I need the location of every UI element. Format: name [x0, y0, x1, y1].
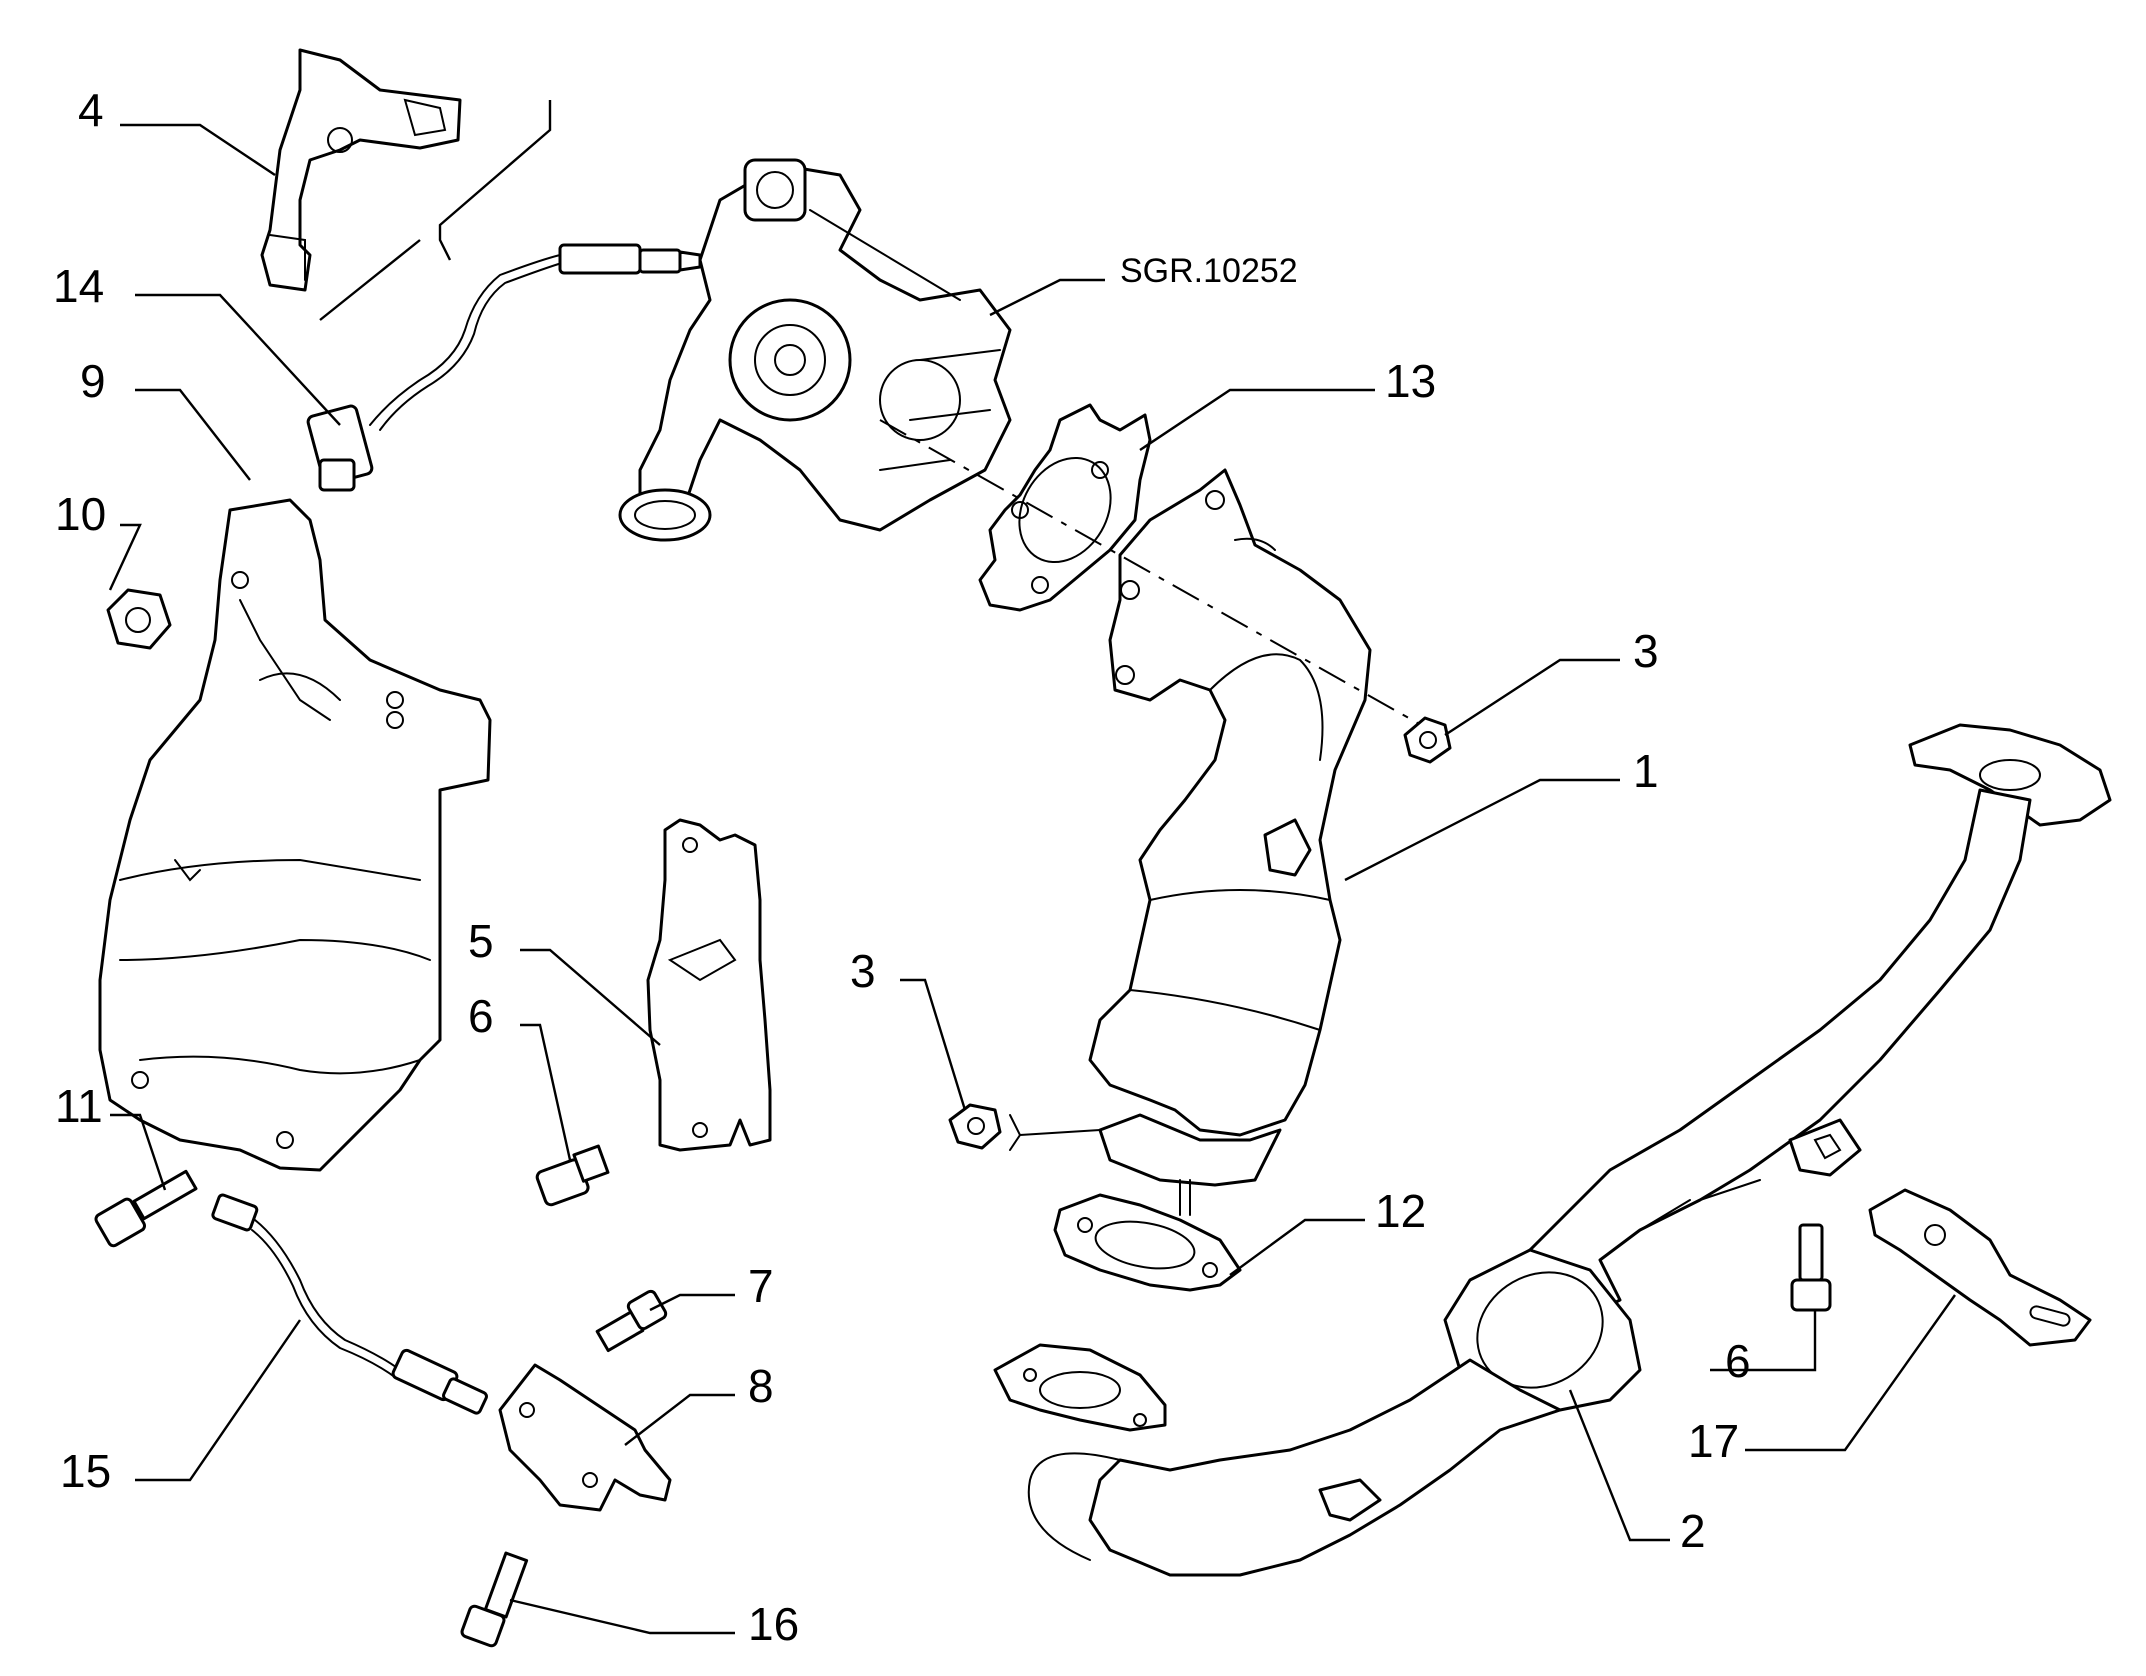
reference-label: SGR.10252: [1120, 252, 1298, 290]
part-2-exhaust-pipe: [993, 723, 2112, 1577]
part-13-gasket: [978, 403, 1152, 612]
part-6-bolt-left: [535, 1144, 610, 1207]
part-16-bolt: [460, 1551, 529, 1648]
part-8-bracket: [498, 1363, 672, 1512]
part-4-bracket: [260, 48, 462, 292]
callout-15: 15: [60, 1445, 111, 1497]
callout-16: 16: [748, 1598, 799, 1650]
callout-3-lower: 3: [850, 945, 876, 997]
leader-lines: [108, 100, 1956, 1635]
callout-4: 4: [78, 84, 104, 136]
callout-7: 7: [748, 1260, 774, 1312]
part-7-bolt: [595, 1289, 668, 1353]
part-11-bolt: [94, 1169, 198, 1248]
part-3-nut-upper: [1403, 716, 1452, 764]
callout-9: 9: [80, 355, 106, 407]
part-6-bolt-right: [1790, 1223, 1832, 1312]
callout-14: 14: [53, 260, 104, 312]
callout-1: 1: [1633, 745, 1659, 797]
callout-2: 2: [1680, 1505, 1706, 1557]
part-12-gasket: [1053, 1193, 1242, 1292]
callout-12: 12: [1375, 1185, 1426, 1237]
callout-10: 10: [55, 488, 106, 540]
part-17-hanger-bracket: [1868, 1188, 2092, 1347]
part-1-catalytic-converter: [1088, 468, 1372, 1216]
callout-17: 17: [1688, 1415, 1739, 1467]
part-15-oxygen-sensor: [211, 1193, 488, 1415]
callout-13: 13: [1385, 355, 1436, 407]
callout-6-right: 6: [1725, 1335, 1751, 1387]
part-5-bracket: [646, 818, 772, 1152]
callout-6-left: 6: [468, 990, 494, 1042]
part-3-nut-lower: [948, 1103, 1101, 1151]
callout-11: 11: [55, 1080, 103, 1132]
part-10-nut: [106, 588, 172, 650]
part-9-heat-shield: [98, 498, 492, 1172]
callout-5: 5: [468, 915, 494, 967]
alignment-axis: [879, 419, 1431, 731]
callout-8: 8: [748, 1360, 774, 1412]
part-14-oxygen-sensor: [306, 243, 702, 492]
callout-3-upper: 3: [1633, 625, 1659, 677]
turbocharger-assembly: [618, 158, 1012, 542]
